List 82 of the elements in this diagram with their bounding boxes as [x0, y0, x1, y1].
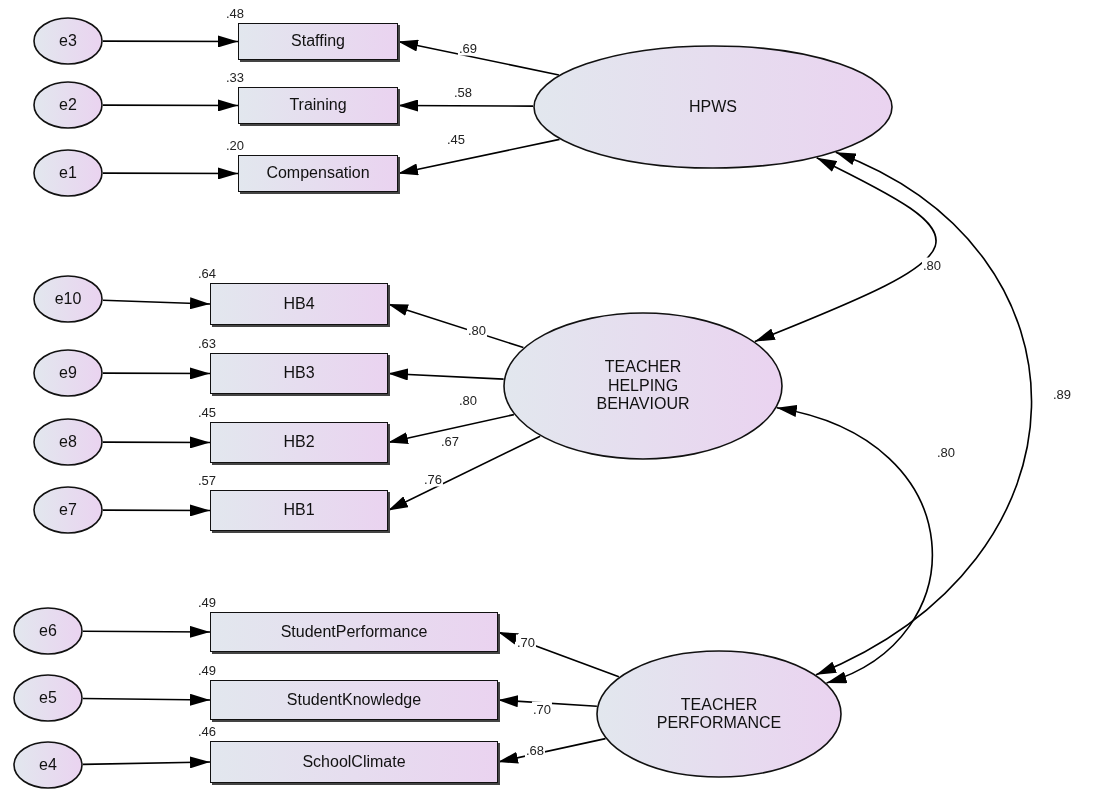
error-circle: [33, 418, 103, 466]
arrow: [497, 695, 598, 708]
arrow: [102, 504, 211, 517]
node-label: e2: [59, 95, 77, 115]
edge-label: .70: [515, 634, 537, 650]
value-label: .48: [226, 6, 245, 21]
value-label: .33: [226, 70, 245, 85]
indicator-box: [210, 741, 498, 783]
node-label: e1: [59, 163, 77, 183]
arrow: [387, 413, 515, 445]
value-label: .49: [198, 663, 217, 678]
arrow: [497, 737, 607, 764]
node-label: e3: [59, 31, 77, 51]
arrow: [82, 693, 211, 706]
indicator-box: [238, 87, 398, 124]
indicator-box: [210, 283, 388, 325]
indicator-box: [210, 612, 498, 652]
node-label: e10: [54, 289, 82, 309]
indicator-box: [210, 490, 388, 531]
node-label: e7: [59, 500, 77, 520]
node-label: HB3: [283, 364, 315, 383]
error-circle: [33, 486, 103, 534]
arrow: [82, 625, 211, 638]
error-circle: [33, 81, 103, 129]
arrow: [102, 167, 239, 180]
value-label: .49: [198, 595, 217, 610]
value-label: .45: [198, 405, 217, 420]
node-label: TEACHER PERFORMANCE: [655, 695, 783, 733]
node-label: HB4: [283, 294, 315, 314]
edge-label: .80: [921, 257, 943, 273]
arrow: [387, 368, 505, 381]
value-label: .64: [198, 266, 217, 281]
latent-ellipse: [503, 312, 783, 460]
node-label: Compensation: [266, 164, 370, 183]
arrow: [397, 99, 534, 112]
covariance-arrow: [776, 406, 933, 684]
node-label: SchoolClimate: [302, 752, 406, 772]
node-label: e9: [59, 363, 77, 383]
indicator-box: [210, 353, 388, 394]
value-label: .46: [198, 724, 217, 739]
error-circle: [33, 149, 103, 197]
node-label: Training: [289, 96, 347, 115]
edge-label: .70: [531, 701, 553, 717]
error-circle: [13, 741, 83, 789]
node-label: StudentPerformance: [280, 622, 428, 642]
arrow: [397, 39, 560, 76]
node-label: e8: [59, 432, 77, 452]
error-circle: [13, 607, 83, 655]
arrow: [387, 435, 541, 512]
node-label: e5: [39, 688, 57, 708]
node-label: e4: [39, 755, 57, 775]
value-label: .63: [198, 336, 217, 351]
arrow: [387, 303, 525, 349]
arrow: [102, 99, 239, 112]
arrow: [497, 631, 620, 678]
node-label: StudentKnowledge: [286, 690, 422, 710]
node-label: Staffing: [291, 32, 345, 51]
arrow: [82, 756, 211, 769]
value-label: .57: [198, 473, 217, 488]
latent-ellipse: [596, 650, 842, 778]
value-label: .20: [226, 138, 245, 153]
indicator-box: [210, 422, 388, 463]
node-label: e6: [39, 621, 57, 641]
indicator-box: [238, 155, 398, 192]
arrow: [102, 297, 211, 310]
error-circle: [13, 674, 83, 722]
error-circle: [33, 17, 103, 65]
arrow: [397, 138, 561, 176]
node-label: HB1: [283, 501, 315, 520]
indicator-box: [238, 23, 398, 60]
node-label: HB2: [283, 433, 315, 452]
covariance-arrow: [815, 151, 1033, 676]
arrow: [102, 436, 211, 449]
arrow: [102, 35, 239, 48]
node-label: TEACHER HELPING BEHAVIOUR: [595, 358, 691, 414]
latent-ellipse: [533, 45, 893, 169]
node-label: HPWS: [688, 97, 738, 117]
error-circle: [33, 275, 103, 323]
indicator-box: [210, 680, 498, 720]
error-circle: [33, 349, 103, 397]
covariance-arrow: [754, 156, 936, 343]
arrow: [102, 367, 211, 380]
